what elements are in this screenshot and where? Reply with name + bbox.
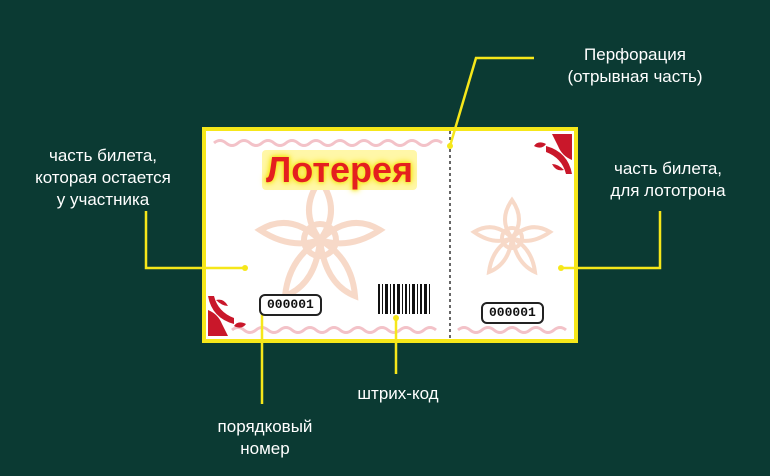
label-serial-number: порядковый номер — [195, 416, 335, 460]
label-stub-part: часть билета, которая остается у участни… — [18, 145, 188, 211]
callout-dot-perforation — [447, 143, 453, 149]
ornament-border-bottom — [231, 326, 567, 334]
ornament-border-top — [213, 139, 443, 147]
serial-number-stub: 000001 — [259, 294, 322, 316]
barcode-graphic — [378, 284, 430, 314]
ticket-title: Лотерея — [262, 150, 418, 190]
corner-ornament-bottom-left — [208, 296, 246, 336]
label-perforation-line-1: Перфорация — [584, 45, 686, 64]
rosette-ornament-right — [470, 196, 554, 276]
label-serial-line-2: номер — [240, 439, 290, 458]
label-stub-line-3: у участника — [56, 190, 150, 209]
callout-dot-barcode — [393, 315, 399, 321]
label-drum-line-2: для лототрона — [610, 181, 726, 200]
label-barcode: штрих-код — [357, 384, 439, 403]
callout-dot-drum — [558, 265, 564, 271]
label-perforation-line-2: (отрывная часть) — [567, 67, 703, 86]
label-stub-line-1: часть билета, — [49, 146, 157, 165]
label-serial-line-1: порядковый — [217, 417, 313, 436]
label-stub-line-2: которая остается — [35, 168, 171, 187]
rosette-ornament-left — [254, 174, 386, 301]
callout-dot-stub — [242, 265, 248, 271]
label-drum-line-1: часть билета, — [614, 159, 722, 178]
serial-number-drum: 000001 — [481, 302, 544, 324]
label-perforation: Перфорация (отрывная часть) — [540, 44, 730, 88]
callout-line-perforation — [448, 56, 534, 147]
corner-ornament-top-right — [534, 134, 572, 174]
label-drum-part: часть билета, для лототрона — [578, 158, 758, 202]
callout-line-drum — [561, 211, 662, 270]
callout-lines — [144, 56, 662, 404]
callout-line-stub — [144, 211, 245, 270]
